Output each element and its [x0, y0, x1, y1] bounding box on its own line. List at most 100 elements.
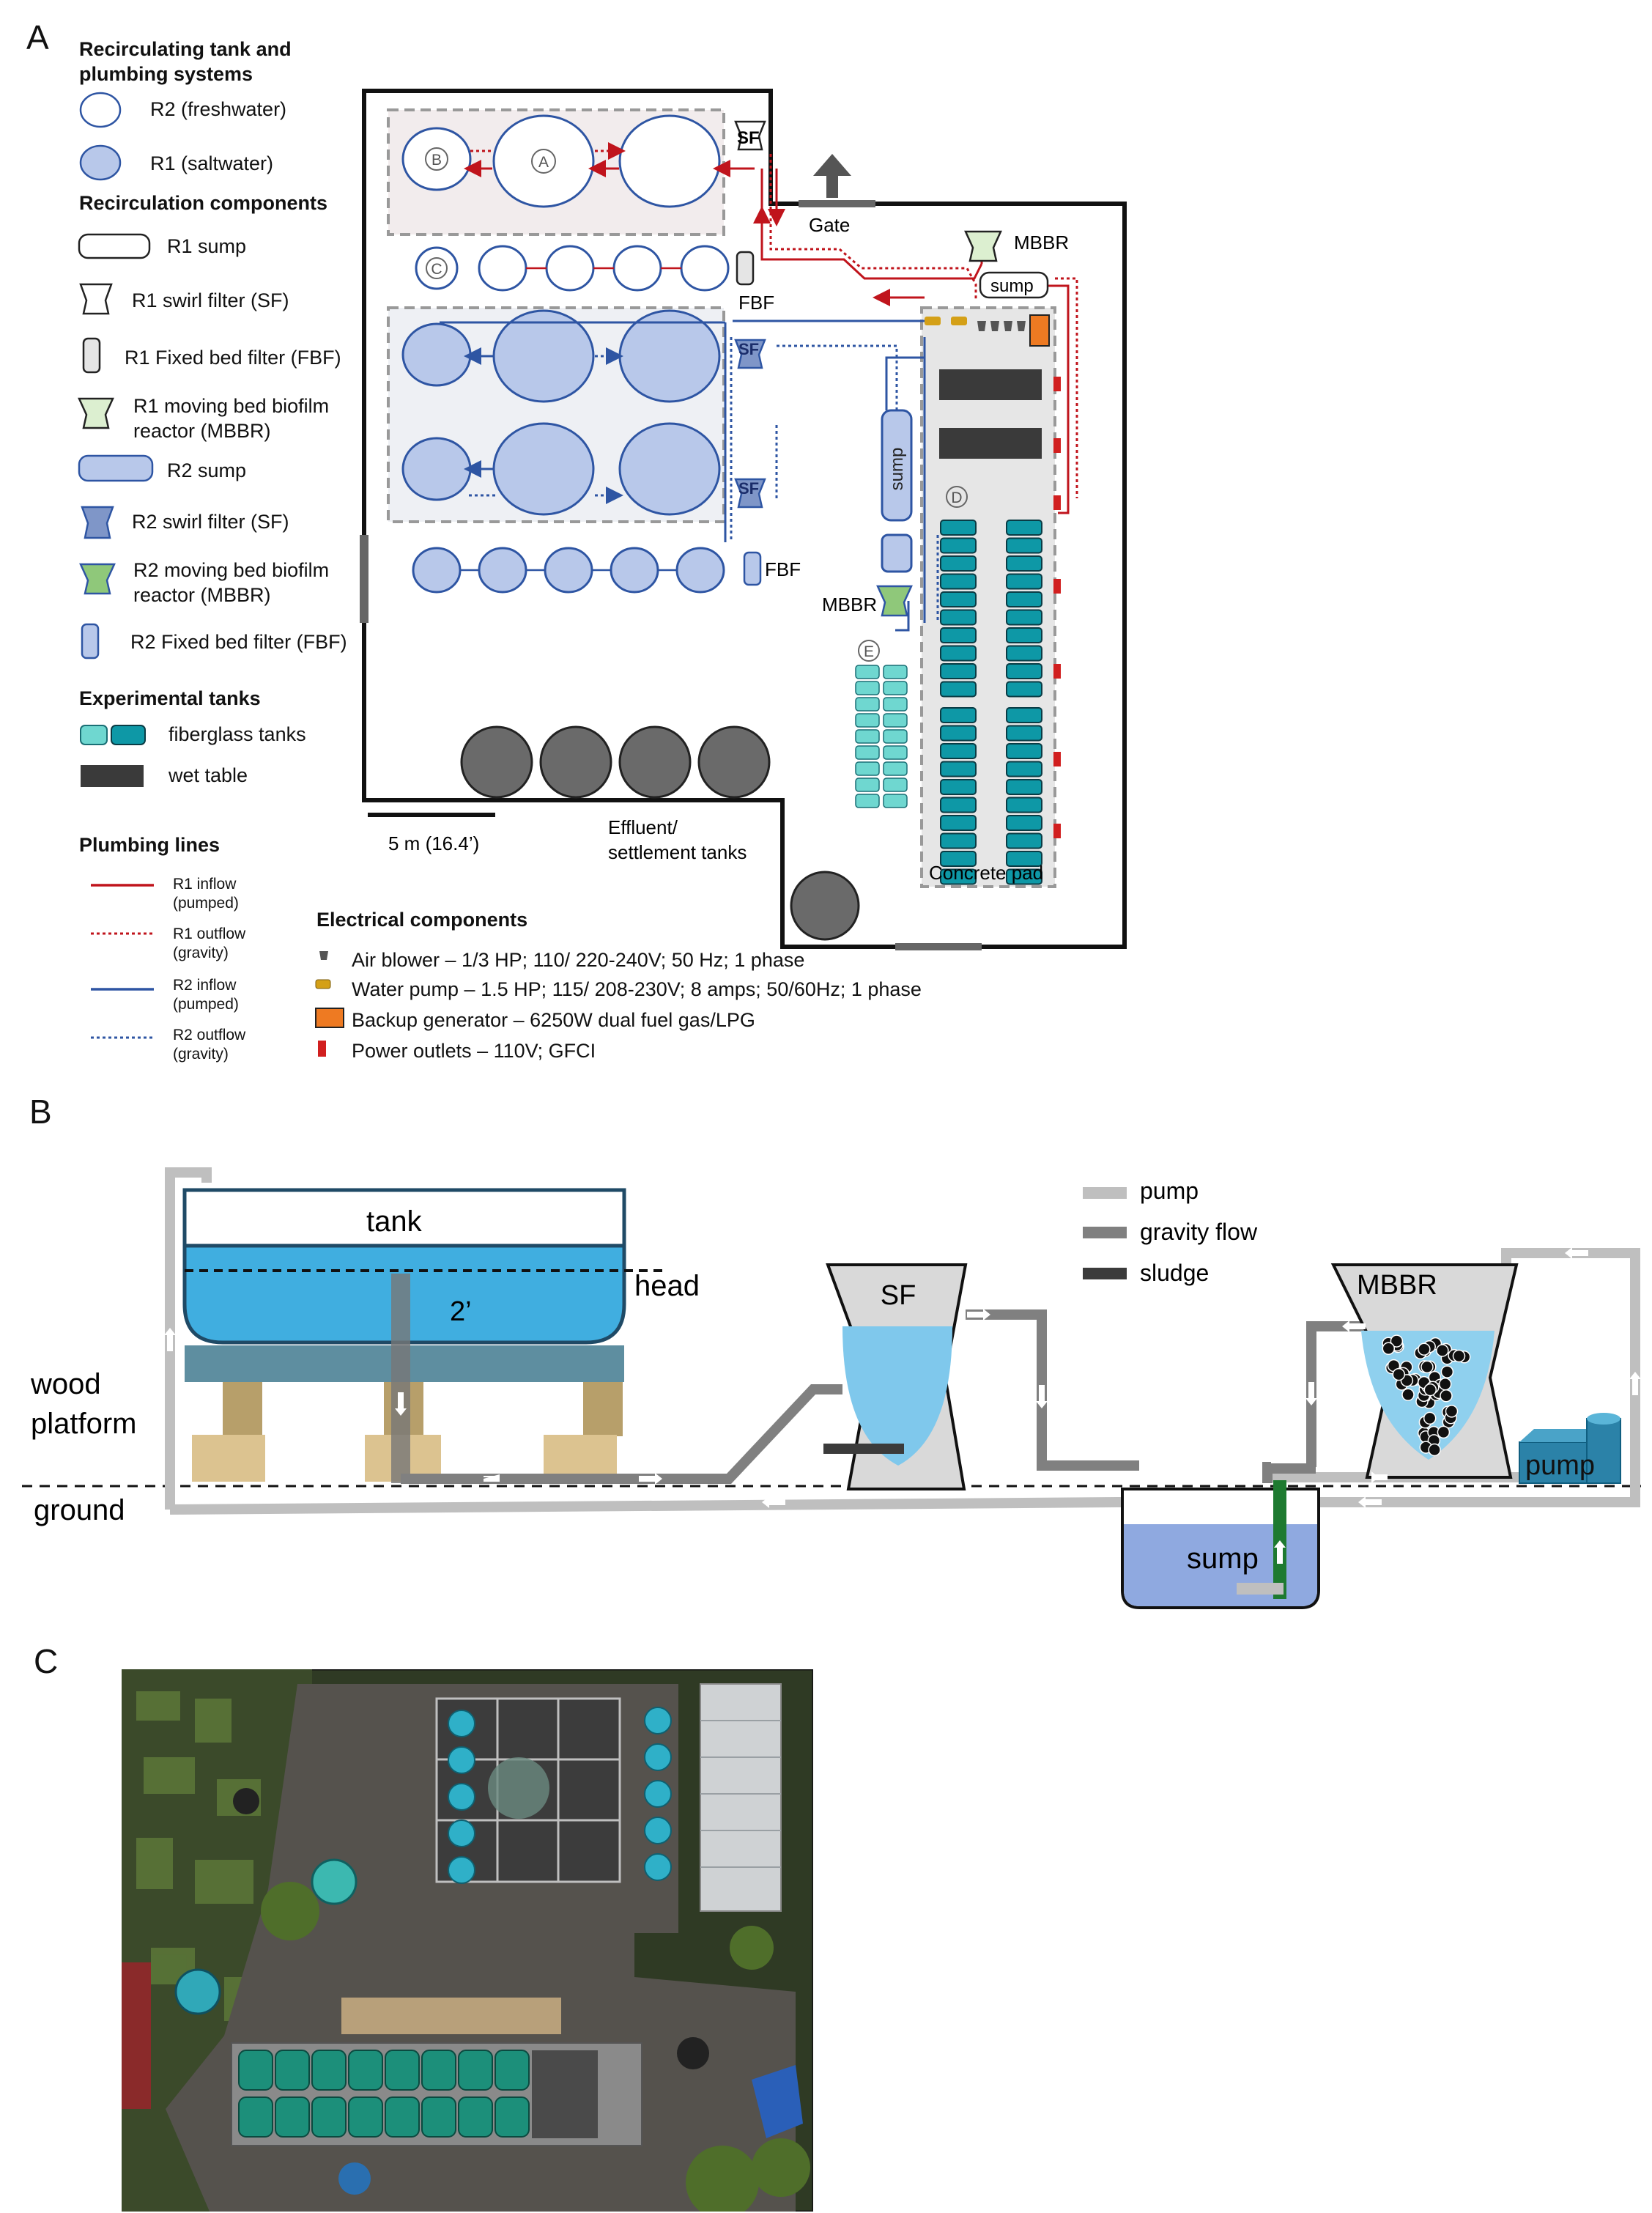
- shade-tank: [488, 1757, 549, 1819]
- r1-pad-supply: [1040, 284, 1070, 514]
- fiberglass-tank-0-1: [940, 537, 977, 554]
- legend-r1-inflow-1: R1 inflow: [173, 876, 237, 893]
- light-tank-0-4: [855, 729, 880, 744]
- raceway-tank-0-5: [421, 2050, 456, 2091]
- greenhouse-ribs: [700, 1720, 781, 1868]
- legend-r2-outflow-2: (gravity): [173, 1046, 229, 1063]
- head-label: head: [634, 1270, 700, 1302]
- r1-small-tank-2: [545, 245, 595, 292]
- light-tank-0-8: [855, 794, 880, 808]
- legend-fiberglass-dark-icon: [111, 725, 146, 745]
- fiberglass-tank-2-0: [940, 707, 977, 723]
- round-tanks-left: [448, 1710, 475, 1884]
- tank-drain: [391, 1274, 410, 1483]
- legend-r1-sump: R1 sump: [167, 235, 247, 257]
- biomedia-ball-55: [1428, 1443, 1441, 1457]
- light-tank-1-6: [883, 761, 908, 776]
- light-tank-1-8: [883, 794, 908, 808]
- r2-tank-6: [618, 422, 721, 516]
- r1-outflow-main: [769, 154, 977, 299]
- round-tank-large-2: [174, 1968, 221, 2015]
- legend-fiberglass-light-icon: [80, 725, 108, 745]
- fiberglass-tank-3-3: [1006, 761, 1042, 777]
- legend-wet-table: wet table: [168, 764, 248, 786]
- wood-platform: [341, 1998, 561, 2034]
- dark-tank-1: [233, 1788, 259, 1814]
- fiberglass-tank-0-9: [940, 681, 977, 698]
- gate-label: Gate: [809, 214, 850, 236]
- legend-sludge-label: sludge: [1140, 1260, 1209, 1286]
- fiberglass-tank-2-5: [940, 797, 977, 813]
- pump-label: pump: [1525, 1450, 1595, 1481]
- legend-plumbing-heading: Plumbing lines: [79, 834, 221, 856]
- legend-r2-inflow-1: R2 inflow: [173, 977, 237, 994]
- legend-symbols: [78, 92, 344, 1057]
- legend-r1-fbf: R1 Fixed bed filter (FBF): [125, 347, 341, 369]
- fiberglass-tank-3-8: [1006, 851, 1042, 867]
- sump-intake: [1237, 1583, 1284, 1595]
- legend-r2-outflow-1: R2 outflow: [173, 1027, 246, 1043]
- fiberglass-tank-0-8: [940, 663, 977, 679]
- light-tank-0-6: [855, 761, 880, 776]
- light-tank-0-3: [855, 713, 880, 728]
- fiberglass-tank-1-4: [1006, 591, 1042, 607]
- tank-label-a: A: [538, 154, 549, 171]
- biomedia-ball-57: [1418, 1342, 1431, 1356]
- fiberglass-tank-2-2: [940, 743, 977, 759]
- r1-pad-return: [1055, 277, 1078, 498]
- legend-r1-outflow-2: (gravity): [173, 945, 229, 961]
- fiberglass-tank-3-5: [1006, 797, 1042, 813]
- effluent-label-1: Effluent/: [608, 816, 678, 838]
- raceway-tank-1-7: [495, 2096, 530, 2138]
- fiberglass-tank-0-3: [940, 573, 977, 590]
- panel-b-label: B: [29, 1093, 52, 1131]
- r2-small-tank-1: [412, 547, 462, 594]
- gravity-sf-to-sump: [966, 1309, 1139, 1471]
- label-c-circle: [426, 257, 448, 279]
- flow-arrows: [164, 1247, 1641, 1564]
- effluent-tank-4: [697, 725, 771, 799]
- round-tank-blue: [338, 2162, 371, 2195]
- legend-air-blower-icon: [319, 951, 328, 960]
- platform-leg-3: [583, 1382, 623, 1436]
- sludge-outlet: [823, 1444, 904, 1454]
- legend-generator-icon: [315, 1008, 344, 1028]
- fiberglass-tank-1-9: [1006, 681, 1042, 698]
- r1-mbbr-label: MBBR: [1014, 232, 1069, 254]
- fiberglass-tank-3-7: [1006, 832, 1042, 849]
- legend-tanks-heading-2: plumbing systems: [79, 63, 253, 85]
- water-pump-2: [951, 317, 967, 325]
- r2-swirl-filter-2-icon: [734, 478, 766, 509]
- electrical-blower: Air blower – 1/3 HP; 110/ 220-240V; 50 H…: [352, 949, 805, 971]
- fiberglass-tank-2-4: [940, 779, 977, 795]
- r2-swirl-filter-1-icon: [734, 339, 766, 369]
- r2-small-tank-4: [610, 547, 659, 594]
- fiberglass-tank-2-6: [940, 815, 977, 831]
- label-b-circle: [425, 147, 448, 171]
- r1-mbbr-icon: [964, 230, 1002, 262]
- legend-r1-sump-icon: [78, 233, 151, 259]
- sump-standpipe: [1273, 1480, 1286, 1599]
- r2-sump-icon: [881, 409, 913, 522]
- legend-r2-mbbr-1: R2 moving bed biofilm: [133, 559, 330, 581]
- legend-pump-swatch: [1083, 1187, 1127, 1199]
- r1-tank-c: [415, 246, 459, 290]
- biomedia-ball-45: [1445, 1405, 1459, 1418]
- label-a-circle: [531, 149, 556, 174]
- legend-water-pump-icon: [315, 979, 331, 989]
- label-e-circle: [858, 640, 880, 662]
- legend-r2-sump-icon: [78, 454, 154, 482]
- raceway-tank-1-1: [275, 2096, 310, 2138]
- r2-sf1-label: SF: [738, 340, 759, 358]
- fiberglass-tank-0-2: [940, 555, 977, 572]
- fiberglass-tank-1-2: [1006, 555, 1042, 572]
- fiberglass-tank-0-6: [940, 627, 977, 643]
- depth-label: 2’: [450, 1296, 472, 1327]
- legend-r2-sf: R2 swirl filter (SF): [132, 511, 289, 533]
- fiberglass-tank-3-4: [1006, 779, 1042, 795]
- r1-small-tank-4: [680, 245, 730, 292]
- facility-boundary: [362, 89, 1127, 949]
- red-roof: [122, 1962, 151, 2109]
- legend-r2-sf-icon: [81, 506, 114, 539]
